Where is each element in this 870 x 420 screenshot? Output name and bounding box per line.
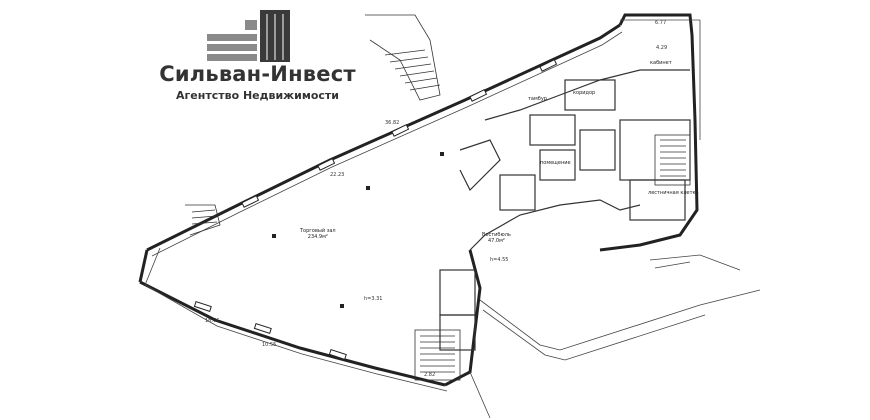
room-label-lobby: тамбур [528,96,547,102]
dimension-bottom-wall: 18.76 [205,318,220,324]
room-label-storage: помещение [540,160,571,166]
main-hall-name: Торговый зал [300,228,336,234]
dimension-upper-left: 22.23 [330,172,345,178]
dimension-right-office: 4.29 [656,45,668,51]
room-label-main-hall: Торговый зал 234.9м² [300,228,336,240]
company-logo: Сильван-Инвест Агентство Недвижимости [150,10,365,102]
interior-partitions [439,69,691,351]
logo-company-name: Сильван-Инвест [159,62,356,86]
dimension-top-wall: 36.82 [385,120,400,126]
room-label-office: кабинет [650,60,672,66]
room-label-corridor: коридор [573,90,596,96]
height-main-hall: h=3.31 [364,296,383,302]
stair-right [654,134,691,186]
logo-subtitle: Агентство Недвижимости [176,89,339,102]
stair-left [185,204,221,236]
room-label-vestibule: Вестибюль 47.0м² [482,232,511,244]
stair-lower [414,329,461,381]
main-hall-area: 234.9м² [307,234,328,240]
stair-top [365,14,441,101]
inner-wall-lines [144,31,623,392]
porch-lines [469,19,761,419]
building-logo-icon [207,10,290,62]
dimension-stair-width: 2.82 [424,372,436,378]
wall-right-block [599,13,699,252]
dimension-right-top: 6.77 [655,20,667,26]
vestibule-area: 47.0м² [487,238,505,244]
wall-left [138,249,149,283]
room-label-stair: лестничная клетка [648,190,699,196]
vestibule-name: Вестибюль [482,232,511,238]
wall-bottom [139,280,446,387]
dimension-bottom-lower: 10.55 [262,342,277,348]
height-vestibule: h=4.55 [490,257,509,263]
columns [272,152,444,308]
window-marks [193,59,558,360]
